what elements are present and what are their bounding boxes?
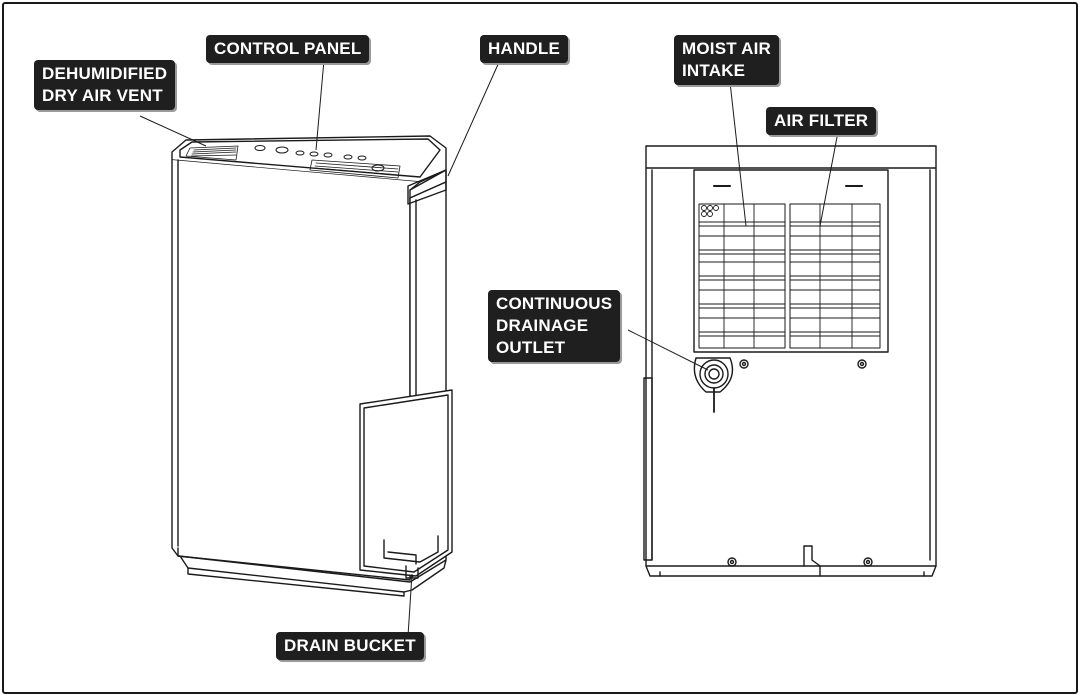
label-control-panel-text: CONTROL PANEL (214, 39, 362, 58)
label-handle: HANDLE (480, 35, 569, 63)
label-drainage-outlet: CONTINUOUS DRAINAGE OUTLET (488, 290, 621, 362)
label-dry-air-vent: DEHUMIDIFIED DRY AIR VENT (34, 60, 176, 110)
label-drain-bucket-text: DRAIN BUCKET (284, 636, 416, 655)
back-unit (643, 145, 937, 577)
drainage-outlet (699, 359, 729, 389)
label-air-filter-text: AIR FILTER (774, 111, 869, 130)
leader-lines (139, 59, 839, 637)
label-handle-text: HANDLE (488, 39, 561, 58)
label-air-filter: AIR FILTER (766, 107, 877, 135)
label-drainage-line3: OUTLET (496, 338, 566, 357)
label-control-panel: CONTROL PANEL (206, 35, 370, 63)
label-dry-air-vent-line2: DRY AIR VENT (42, 86, 163, 105)
label-drain-bucket: DRAIN BUCKET (276, 632, 424, 660)
label-moist-air-intake: MOIST AIR INTAKE (674, 35, 779, 85)
filter-housing (693, 169, 889, 353)
control-panel-buttons (254, 145, 385, 172)
front-unit (171, 135, 453, 597)
drain-bucket-panel (359, 389, 453, 577)
label-drainage-line2: DRAINAGE (496, 316, 589, 335)
label-dry-air-vent-line1: DEHUMIDIFIED (42, 64, 168, 83)
label-moist-air-line1: MOIST AIR (682, 39, 771, 58)
label-moist-air-line2: INTAKE (682, 61, 746, 80)
label-drainage-line1: CONTINUOUS (496, 294, 613, 313)
